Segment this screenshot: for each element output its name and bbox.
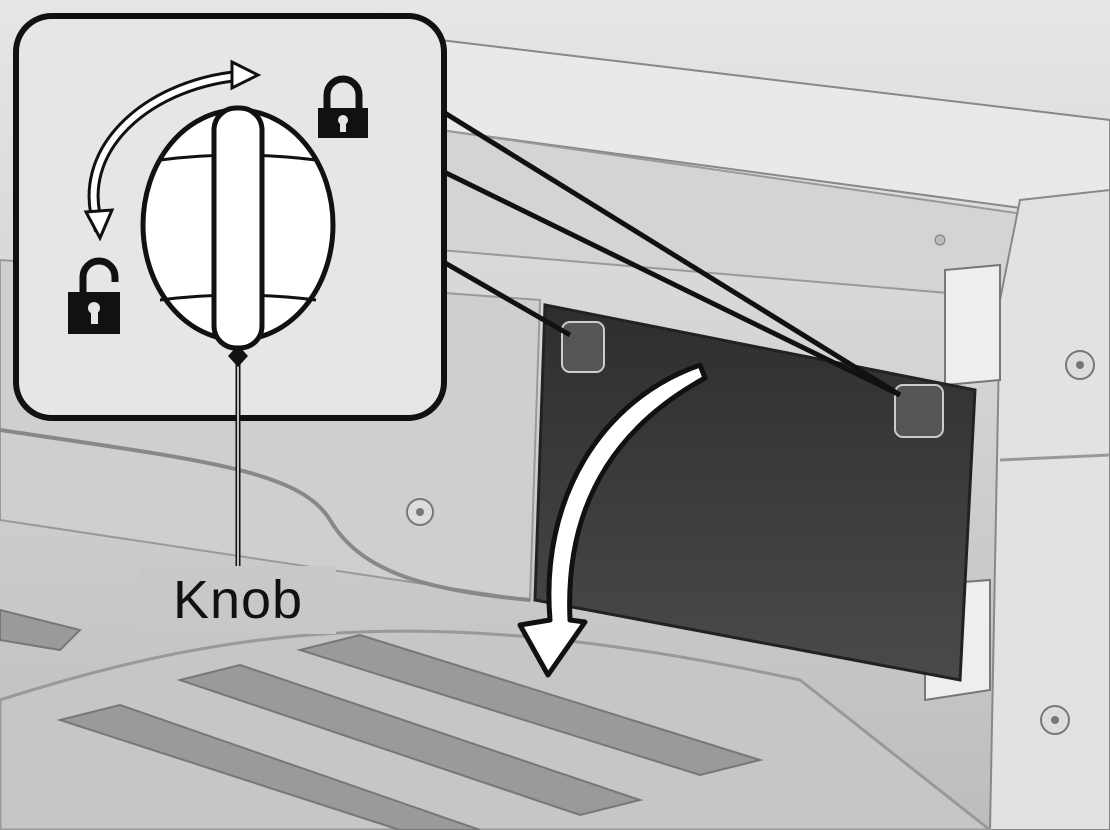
locked-padlock-icon — [318, 75, 368, 138]
floor-ribs — [0, 608, 764, 830]
knob-label: Knob — [140, 566, 336, 634]
rotate-arrow-icon — [90, 72, 251, 232]
fold-down-arrow-icon — [517, 362, 708, 678]
knob-handle — [211, 105, 265, 351]
unlocked-padlock-icon — [68, 257, 120, 334]
hinge-upper — [944, 263, 1001, 387]
knob-right — [894, 384, 944, 438]
knob-left — [561, 321, 605, 373]
callout-lines — [438, 107, 902, 398]
